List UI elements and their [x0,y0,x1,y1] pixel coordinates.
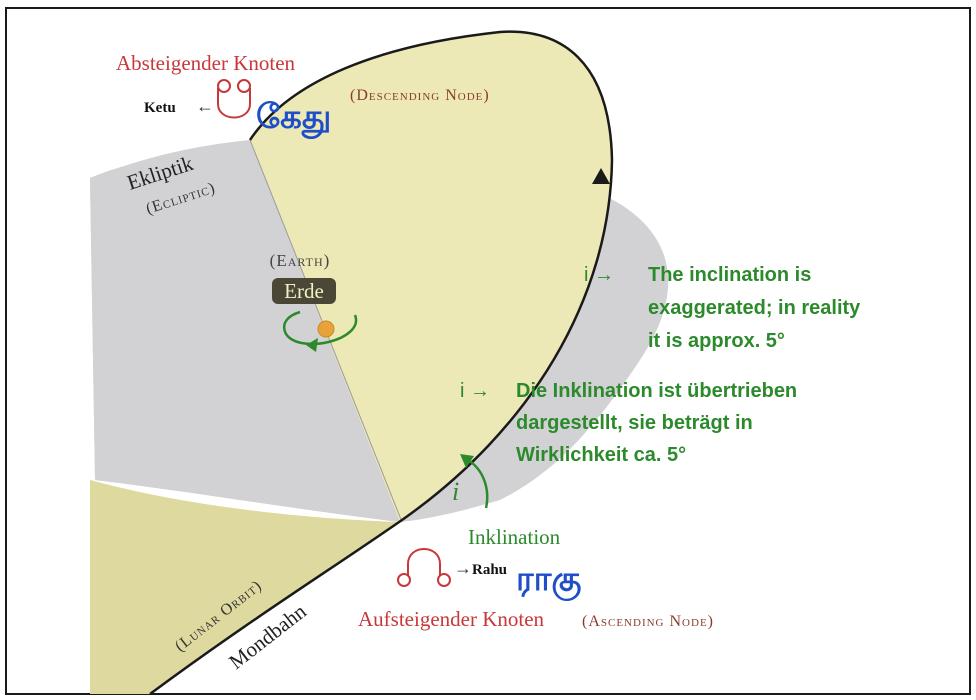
note-de-line-2: dargestellt, sie beträgt in [516,412,753,434]
earth-label-en: (Earth) [270,251,331,270]
ketu-tamil: கேது [256,97,331,139]
inclination-label: Inklination [468,525,561,549]
note-en-line-2: exaggerated; in reality [648,297,861,319]
note-de-line-3: Wirklichkeit ca. 5° [516,444,686,466]
ketu-arrow: ← [196,96,214,116]
note-en-line-3: it is approx. 5° [648,330,785,352]
ascending-node-label-de: Aufsteigender Knoten [358,607,545,631]
earth-icon [318,321,334,337]
ascending-node-label-en: (Ascending Node) [582,613,714,630]
descending-node-label-en: (Descending Node) [350,87,490,104]
earth-label-de: Erde [284,279,324,303]
note-de-line-1: Die Inklination ist übertrieben [516,380,797,402]
rahu-tamil: ராகு [516,559,581,601]
ketu-label: Ketu [144,100,176,116]
inclination-symbol: i [452,477,459,506]
note-en-line-1: The inclination is [648,264,811,286]
note-de-prefix: i → [460,380,490,402]
rahu-arrow: → [454,558,472,578]
note-en-prefix: i → [584,264,614,286]
rahu-label: Rahu [472,562,507,578]
descending-node-label-de: Absteigender Knoten [116,51,296,75]
